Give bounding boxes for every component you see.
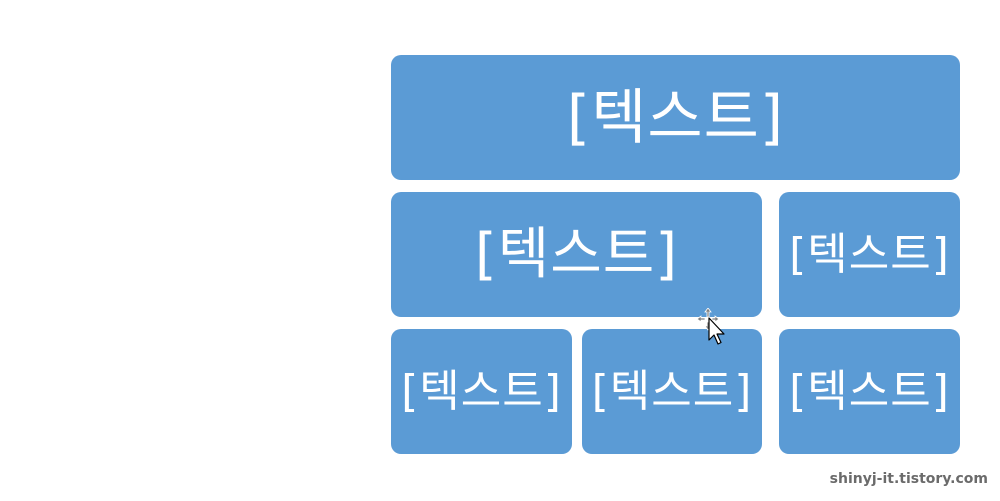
smartart-shape-middle-left[interactable]: [텍스트] (391, 192, 762, 317)
smartart-shape-bottom-3[interactable]: [텍스트] (779, 329, 960, 454)
smartart-shape-top[interactable]: [텍스트] (391, 55, 960, 180)
shape-text-placeholder[interactable]: [텍스트] (474, 221, 679, 287)
smartart-shape-bottom-1[interactable]: [텍스트] (391, 329, 572, 454)
shape-text-placeholder[interactable]: [텍스트] (789, 228, 950, 280)
shape-text-placeholder[interactable]: [텍스트] (789, 365, 950, 417)
smartart-shape-bottom-2[interactable]: [텍스트] (582, 329, 762, 454)
smartart-shape-middle-right[interactable]: [텍스트] (779, 192, 960, 317)
shape-text-placeholder[interactable]: [텍스트] (566, 82, 785, 153)
shape-text-placeholder[interactable]: [텍스트] (591, 365, 753, 417)
watermark-text: shinyj-it.tistory.com (829, 471, 988, 487)
shape-text-placeholder[interactable]: [텍스트] (401, 365, 562, 417)
